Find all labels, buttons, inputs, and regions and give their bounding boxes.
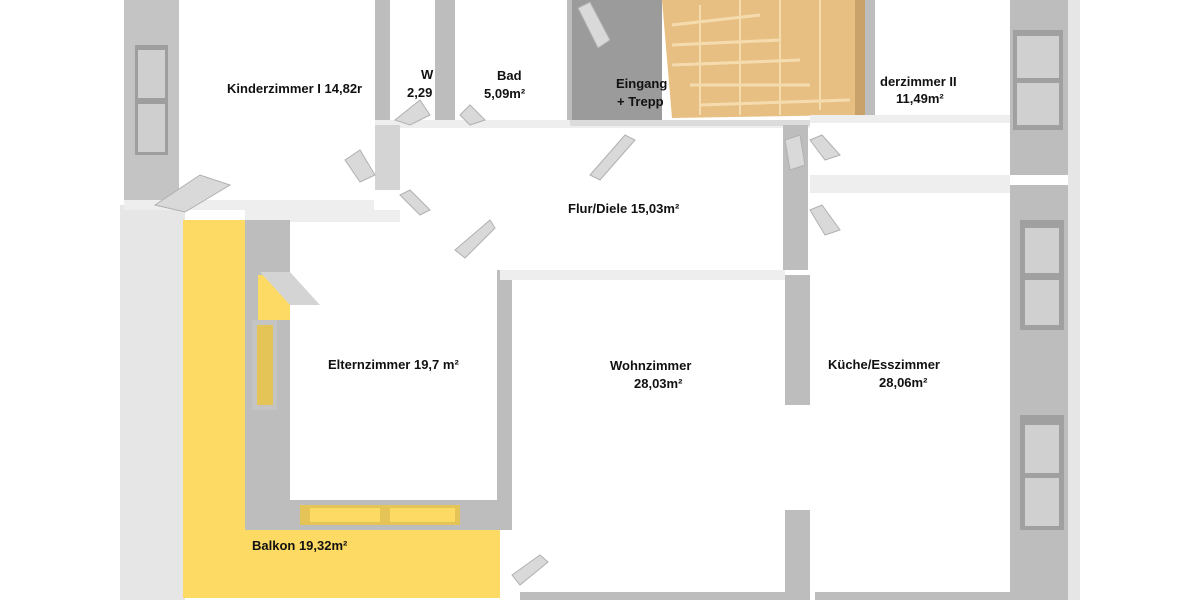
bottom-wall-right	[815, 592, 1010, 600]
label-flur: Flur/Diele 15,03m²	[568, 201, 680, 216]
room-bad	[455, 5, 567, 120]
room-kueche	[810, 193, 1010, 600]
outside-area-left	[120, 205, 185, 600]
label-kinderzimmer-ii-area: 11,49m²	[896, 91, 944, 106]
window-kueche-lower	[1020, 415, 1064, 530]
window-kinderzimmer-i	[135, 45, 168, 155]
room-wc	[390, 5, 435, 120]
outside-area-right	[1068, 0, 1080, 600]
label-elternzimmer: Elternzimmer 19,7 m²	[328, 357, 459, 372]
window-kueche-upper	[1020, 220, 1064, 330]
label-wohnzimmer: Wohnzimmer	[610, 358, 691, 373]
label-bad: Bad	[497, 68, 522, 83]
room-kinderzimmer-i	[180, 5, 375, 200]
label-kinderzimmer-i: Kinderzimmer I 14,82r	[227, 81, 362, 96]
label-bad-area: 5,09m²	[484, 86, 526, 101]
interior-walls	[124, 0, 1010, 600]
label-wohnzimmer-area: 28,03m²	[634, 376, 683, 391]
label-kinderzimmer-ii: derzimmer II	[880, 74, 957, 89]
bottom-wall	[520, 592, 785, 600]
balcony	[183, 220, 500, 598]
window-kinderzimmer-ii	[1013, 30, 1063, 130]
label-balkon: Balkon 19,32m²	[252, 538, 348, 553]
label-kueche: Küche/Esszimmer	[828, 357, 940, 372]
label-wc: W	[421, 67, 434, 82]
label-eingang-sub: + Trepp	[617, 94, 664, 109]
label-wc-area: 2,29	[407, 85, 432, 100]
label-kueche-area: 28,06m²	[879, 375, 928, 390]
label-eingang: Eingang	[616, 76, 667, 91]
window-elternzimmer	[252, 272, 320, 410]
doors	[153, 1, 841, 586]
room-elternzimmer	[290, 222, 497, 500]
stairs	[662, 0, 867, 118]
room-wohnzimmer	[512, 280, 785, 600]
